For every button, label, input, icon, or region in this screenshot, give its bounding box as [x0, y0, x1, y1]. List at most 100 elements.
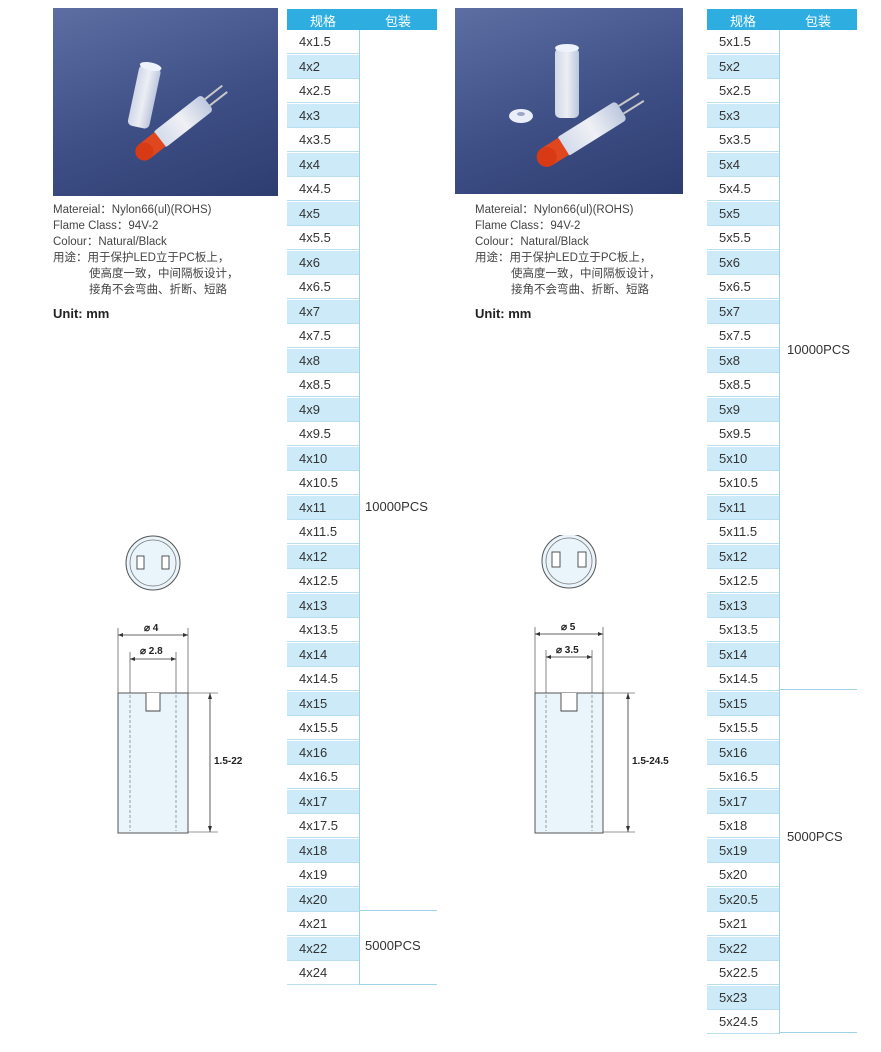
table-row: 4x5.5: [287, 226, 359, 250]
table-row: 5x4.5: [707, 177, 779, 201]
spec-value: 4x3.5: [299, 132, 331, 147]
spec-value: 5x5.5: [719, 230, 751, 245]
spec-value: 4x11: [299, 499, 327, 515]
table-row: 5x10.5: [707, 471, 779, 495]
colour-text: Colour：Natural/Black: [475, 236, 589, 248]
usage-text-2: 使高度一致，中间隔板设计，: [511, 268, 661, 280]
table-row: 5x12.5: [707, 569, 779, 593]
table-row: 4x15.5: [287, 716, 359, 740]
table-row: 4x11.5: [287, 520, 359, 544]
material-text: Matereial：Nylon66(ul)(ROHS): [53, 204, 212, 216]
spec-block-5mm: Matereial：Nylon66(ul)(ROHS) Flame Class：…: [475, 202, 661, 298]
product-photo-4mm: [53, 8, 278, 196]
spec-value: 4x18: [299, 842, 328, 858]
table-row: 5x23: [707, 985, 779, 1010]
table-row: 5x14.5: [707, 667, 779, 691]
spec-value: 4x8.5: [299, 377, 331, 392]
table-row: 5x9.5: [707, 422, 779, 446]
table-row: 5x20.5: [707, 887, 779, 912]
table-row: 4x2: [287, 54, 359, 79]
spec-value: 4x15: [299, 695, 328, 711]
usage-text-3: 接角不会弯曲、折断、短路: [89, 284, 227, 296]
table-row: 5x15.5: [707, 716, 779, 740]
table-row: 5x1.5: [707, 30, 779, 54]
spec-value: 5x15.5: [719, 720, 759, 735]
spec-value: 4x5: [299, 205, 320, 221]
spec-value: 5x10.5: [719, 475, 759, 490]
outer-diameter-label: ⌀ 4: [144, 623, 159, 634]
table-row: 4x9.5: [287, 422, 359, 446]
unit-label: Unit: mm: [475, 306, 532, 321]
spec-value: 5x10: [719, 450, 748, 466]
spec-value: 4x19: [299, 867, 328, 882]
spec-value: 5x15: [719, 695, 748, 711]
table-row: 4x6.5: [287, 275, 359, 299]
spec-value: 5x14: [719, 646, 748, 662]
spec-value: 5x22.5: [719, 965, 759, 980]
pack-group-divider: [359, 910, 437, 911]
spec-value: 4x17: [299, 793, 328, 809]
usage-text-2: 使高度一致，中间隔板设计，: [89, 268, 239, 280]
spec-value: 4x21: [299, 916, 328, 931]
spec-value: 4x10.5: [299, 475, 339, 490]
spec-value: 5x16: [719, 744, 748, 760]
table-row: 4x3.5: [287, 128, 359, 152]
table-row: 4x21: [287, 912, 359, 936]
table-row: 5x2: [707, 54, 779, 79]
spec-value: 5x2: [719, 58, 740, 74]
spec-value: 4x13.5: [299, 622, 339, 637]
header-spec: 规格: [729, 14, 756, 29]
spec-value: 4x6: [299, 254, 320, 270]
spec-value: 5x6.5: [719, 279, 751, 294]
spec-value: 4x16.5: [299, 769, 339, 784]
spec-value: 5x2.5: [719, 83, 751, 98]
table-row: 4x19: [287, 863, 359, 887]
spec-value: 5x20.5: [719, 891, 759, 907]
table-row: 4x14.5: [287, 667, 359, 691]
table-row: 4x8.5: [287, 373, 359, 397]
table-row: 4x13: [287, 593, 359, 618]
spec-value: 5x14.5: [719, 671, 759, 686]
spec-value: 5x16.5: [719, 769, 759, 784]
table-row: 4x7: [287, 299, 359, 324]
table-row: 4x12.5: [287, 569, 359, 593]
table-row: 4x20: [287, 887, 359, 912]
technical-drawing-5mm: ⌀ 5 ⌀ 3.5 1.5-24.5: [530, 533, 690, 840]
table-row: 5x6: [707, 250, 779, 275]
inner-diameter-label: ⌀ 3.5: [556, 645, 579, 656]
unit-label: Unit: mm: [53, 306, 110, 321]
spec-value: 4x16: [299, 744, 328, 760]
table-row: 5x24.5: [707, 1010, 779, 1034]
table-row: 4x6: [287, 250, 359, 275]
technical-drawing-4mm: ⌀ 4 ⌀ 2.8 1.5-22: [110, 535, 260, 840]
table-row: 5x16: [707, 740, 779, 765]
table-row: 5x17: [707, 789, 779, 814]
inner-diameter-label: ⌀ 2.8: [140, 646, 163, 657]
table-row: 5x18: [707, 814, 779, 838]
usage-text-1: 用途：用于保护LED立于PC板上，: [53, 252, 230, 264]
table-header: 规格 包装: [287, 9, 437, 30]
spec-value: 5x4.5: [719, 181, 751, 196]
table-row: 5x4: [707, 152, 779, 177]
table-row: 5x11.5: [707, 520, 779, 544]
spec-value: 5x8: [719, 352, 740, 368]
spec-value: 4x24: [299, 965, 328, 980]
spec-value: 4x7.5: [299, 328, 331, 343]
pack-quantity-5000: 5000PCS: [787, 829, 843, 844]
table-row: 4x4.5: [287, 177, 359, 201]
table-row: 4x12: [287, 544, 359, 569]
spec-value: 5x4: [719, 156, 740, 172]
table-row: 5x5.5: [707, 226, 779, 250]
height-label: 1.5-22: [214, 756, 243, 767]
table-row: 4x9: [287, 397, 359, 422]
spec-value: 5x3.5: [719, 132, 751, 147]
outer-diameter-label: ⌀ 5: [561, 622, 576, 633]
table-row: 4x4: [287, 152, 359, 177]
spec-value: 4x8: [299, 352, 320, 368]
spec-value: 4x10: [299, 450, 328, 466]
table-row: 5x11: [707, 495, 779, 520]
table-row: 5x16.5: [707, 765, 779, 789]
spec-value: 4x6.5: [299, 279, 331, 294]
spec-value: 4x2.5: [299, 83, 331, 98]
spec-block-4mm: Matereial：Nylon66(ul)(ROHS) Flame Class：…: [53, 202, 239, 298]
